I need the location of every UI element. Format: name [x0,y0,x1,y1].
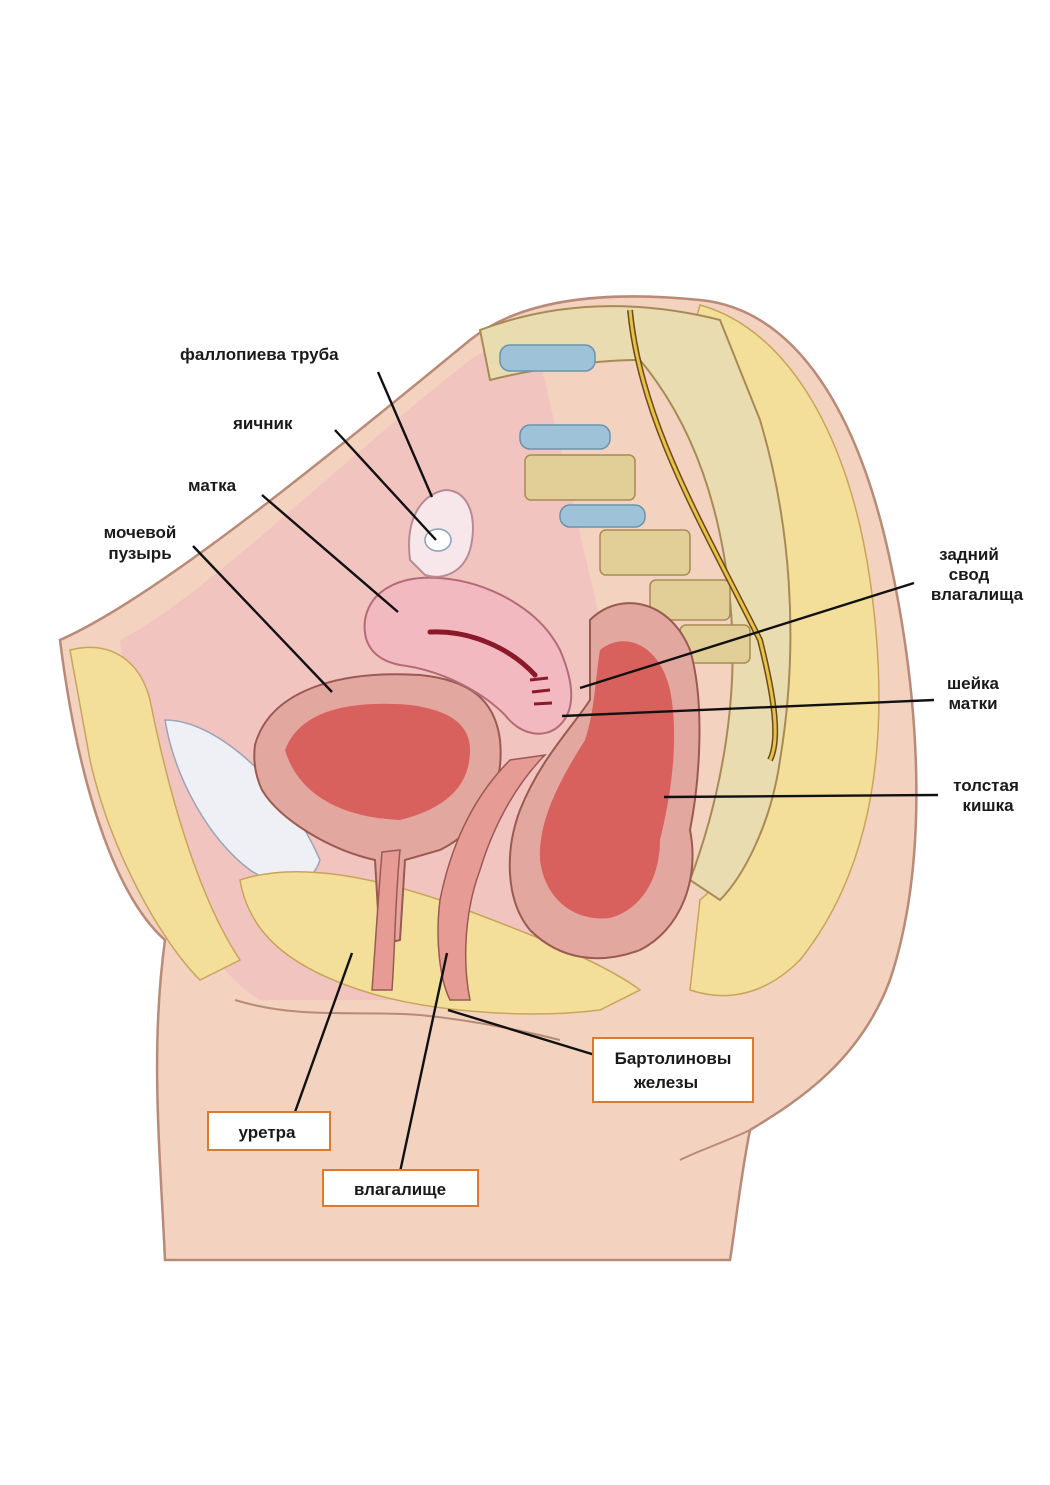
label-colon-line1: толстая [953,776,1019,795]
boxed-label-urethra: уретра [207,1111,331,1151]
vagina-channel [437,753,548,1001]
label-urethra: уретра [238,1123,296,1142]
label-cervix-line1: шейка [947,674,1000,693]
leader-lines [192,371,939,1173]
label-vagina: влагалище [354,1180,446,1199]
label-colon-line2: кишка [962,796,1014,815]
leader-fallopian-tube [376,371,434,498]
label-cervix-line2: матки [948,694,997,713]
label-posterior-fornix-line2: свод [949,565,990,584]
ovary-and-tube [408,488,474,578]
spine [478,305,792,902]
urethra-channel [371,849,401,991]
boxed-label-vagina: влагалище [322,1169,479,1207]
label-bladder-line2: пузырь [108,544,171,563]
leader-posterior-fornix [579,581,915,690]
bladder [253,673,502,947]
abdominal-fold [679,1129,751,1161]
leader-colon [663,793,939,799]
colon [508,602,701,960]
leader-bartholin [447,1008,596,1057]
boxed-label-bartholin: Бартолиновы железы [592,1037,754,1103]
label-bartholin-line2: железы [633,1073,698,1092]
anatomy-illustration [58,295,918,1262]
leader-ovary [334,429,437,541]
leader-cervix [561,698,935,718]
anterior-fat [69,646,242,981]
leader-bladder [192,545,333,693]
anatomy-labels: фаллопиева труба яичник матка мочевой пу… [104,345,1024,815]
leader-vagina [398,952,449,1173]
label-fallopian-tube: фаллопиева труба [180,345,339,364]
leader-uterus [261,494,399,613]
label-bladder-line1: мочевой [104,523,177,542]
label-ovary: яичник [232,414,293,433]
uterus [363,576,573,735]
label-posterior-fornix-line3: влагалища [931,585,1024,604]
label-uterus: матка [188,476,237,495]
label-posterior-fornix-line1: задний [939,545,999,564]
label-bartholin-line1: Бартолиновы [615,1049,732,1068]
leader-urethra [293,952,354,1113]
